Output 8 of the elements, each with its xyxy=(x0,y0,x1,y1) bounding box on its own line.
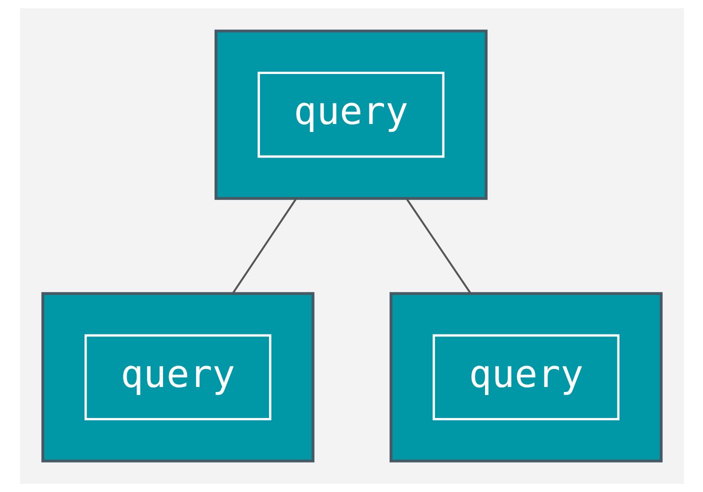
node-box: query xyxy=(257,72,444,158)
cluster xyxy=(40,292,314,462)
node-box: query xyxy=(432,334,619,420)
cluster xyxy=(214,30,488,200)
connector xyxy=(405,198,472,294)
cluster xyxy=(389,292,662,462)
connector xyxy=(231,198,297,294)
node-box: query xyxy=(84,334,271,420)
